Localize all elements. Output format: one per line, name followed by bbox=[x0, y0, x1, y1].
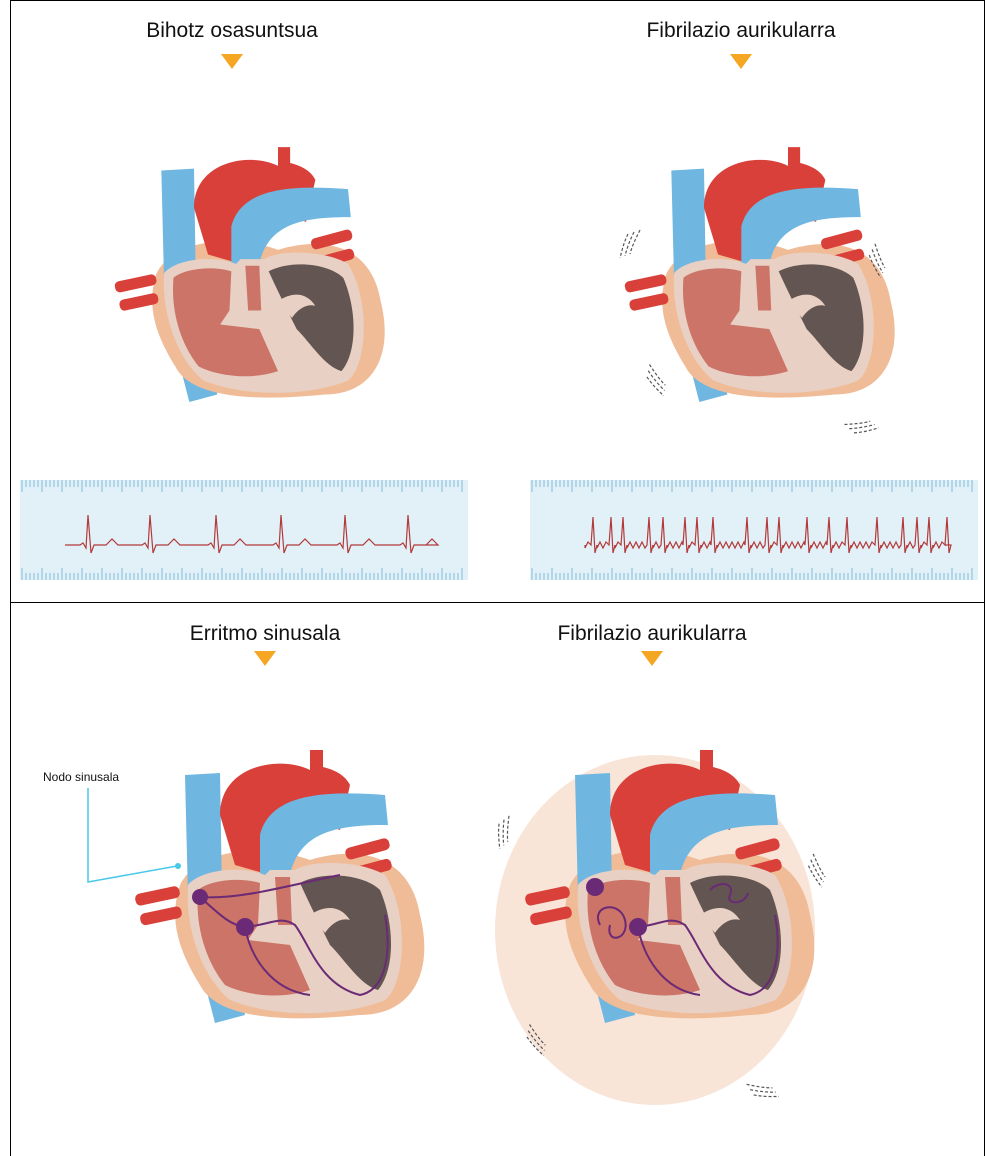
vibration-lines bbox=[520, 1030, 580, 1090]
vibration-lines bbox=[750, 1080, 810, 1140]
atrial-fibrillation-heart-illustration bbox=[520, 715, 820, 1075]
vibration-lines bbox=[485, 820, 535, 870]
vibration-lines bbox=[800, 860, 860, 920]
